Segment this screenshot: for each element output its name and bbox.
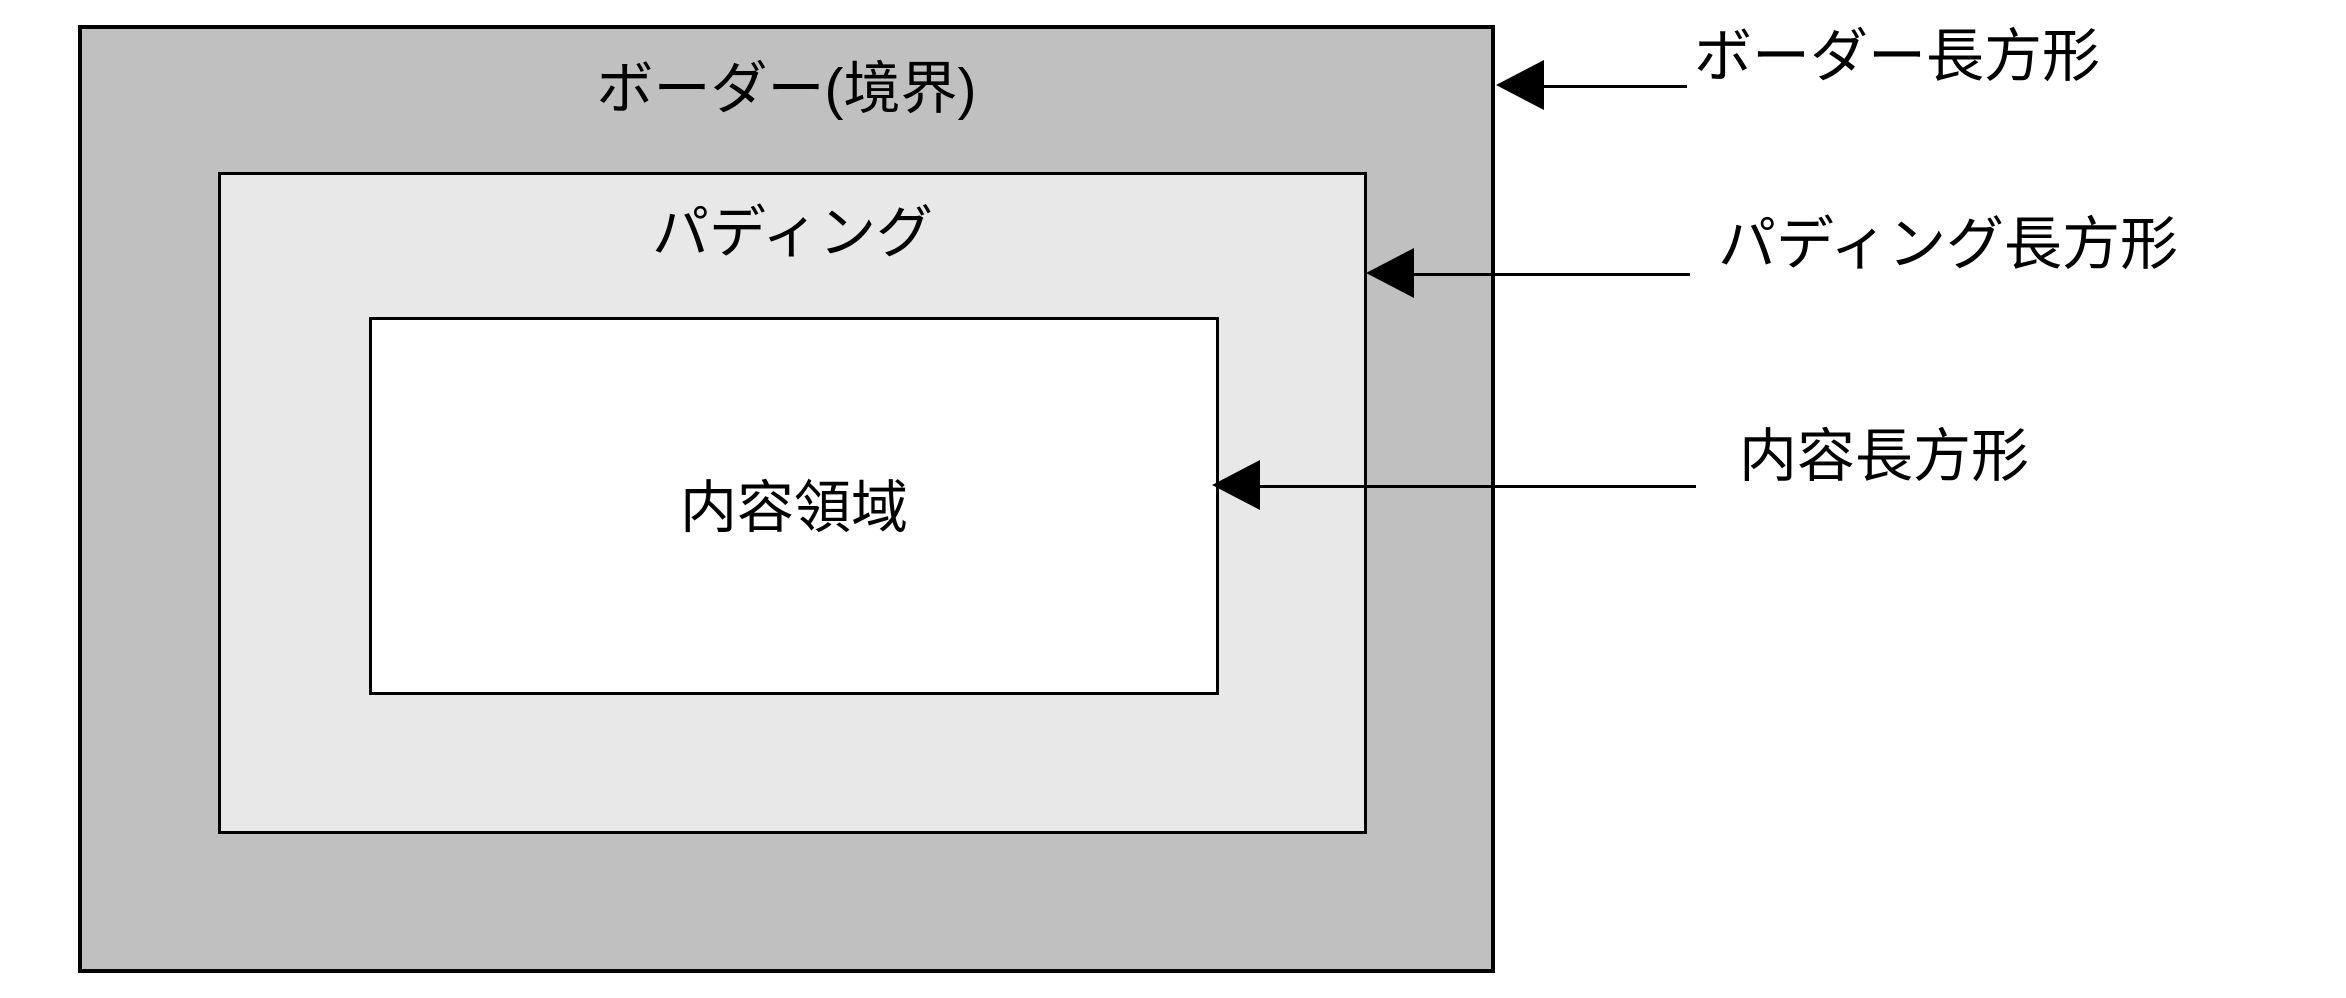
leader-line-padding (1412, 273, 1690, 276)
callout-label-content-rectangle: 内容長方形 (1739, 424, 2030, 489)
padding-rectangle: パディング 内容領域 (218, 172, 1367, 834)
arrow-left-icon-border (1496, 60, 1544, 110)
arrow-left-icon-padding (1366, 248, 1414, 298)
border-rectangle-label: ボーダー(境界) (596, 57, 977, 121)
border-rectangle: ボーダー(境界) パディング 内容領域 (78, 25, 1495, 973)
leader-line-content (1258, 485, 1696, 488)
content-area-label: 内容領域 (680, 476, 908, 540)
content-rectangle: 内容領域 (369, 317, 1219, 695)
callout-label-border-rectangle: ボーダー長方形 (1694, 24, 2101, 89)
arrow-left-icon-content (1212, 460, 1260, 510)
callout-label-padding-rectangle: パディング長方形 (1718, 212, 2178, 277)
leader-line-border (1542, 85, 1687, 88)
padding-rectangle-label: パディング (651, 201, 933, 265)
